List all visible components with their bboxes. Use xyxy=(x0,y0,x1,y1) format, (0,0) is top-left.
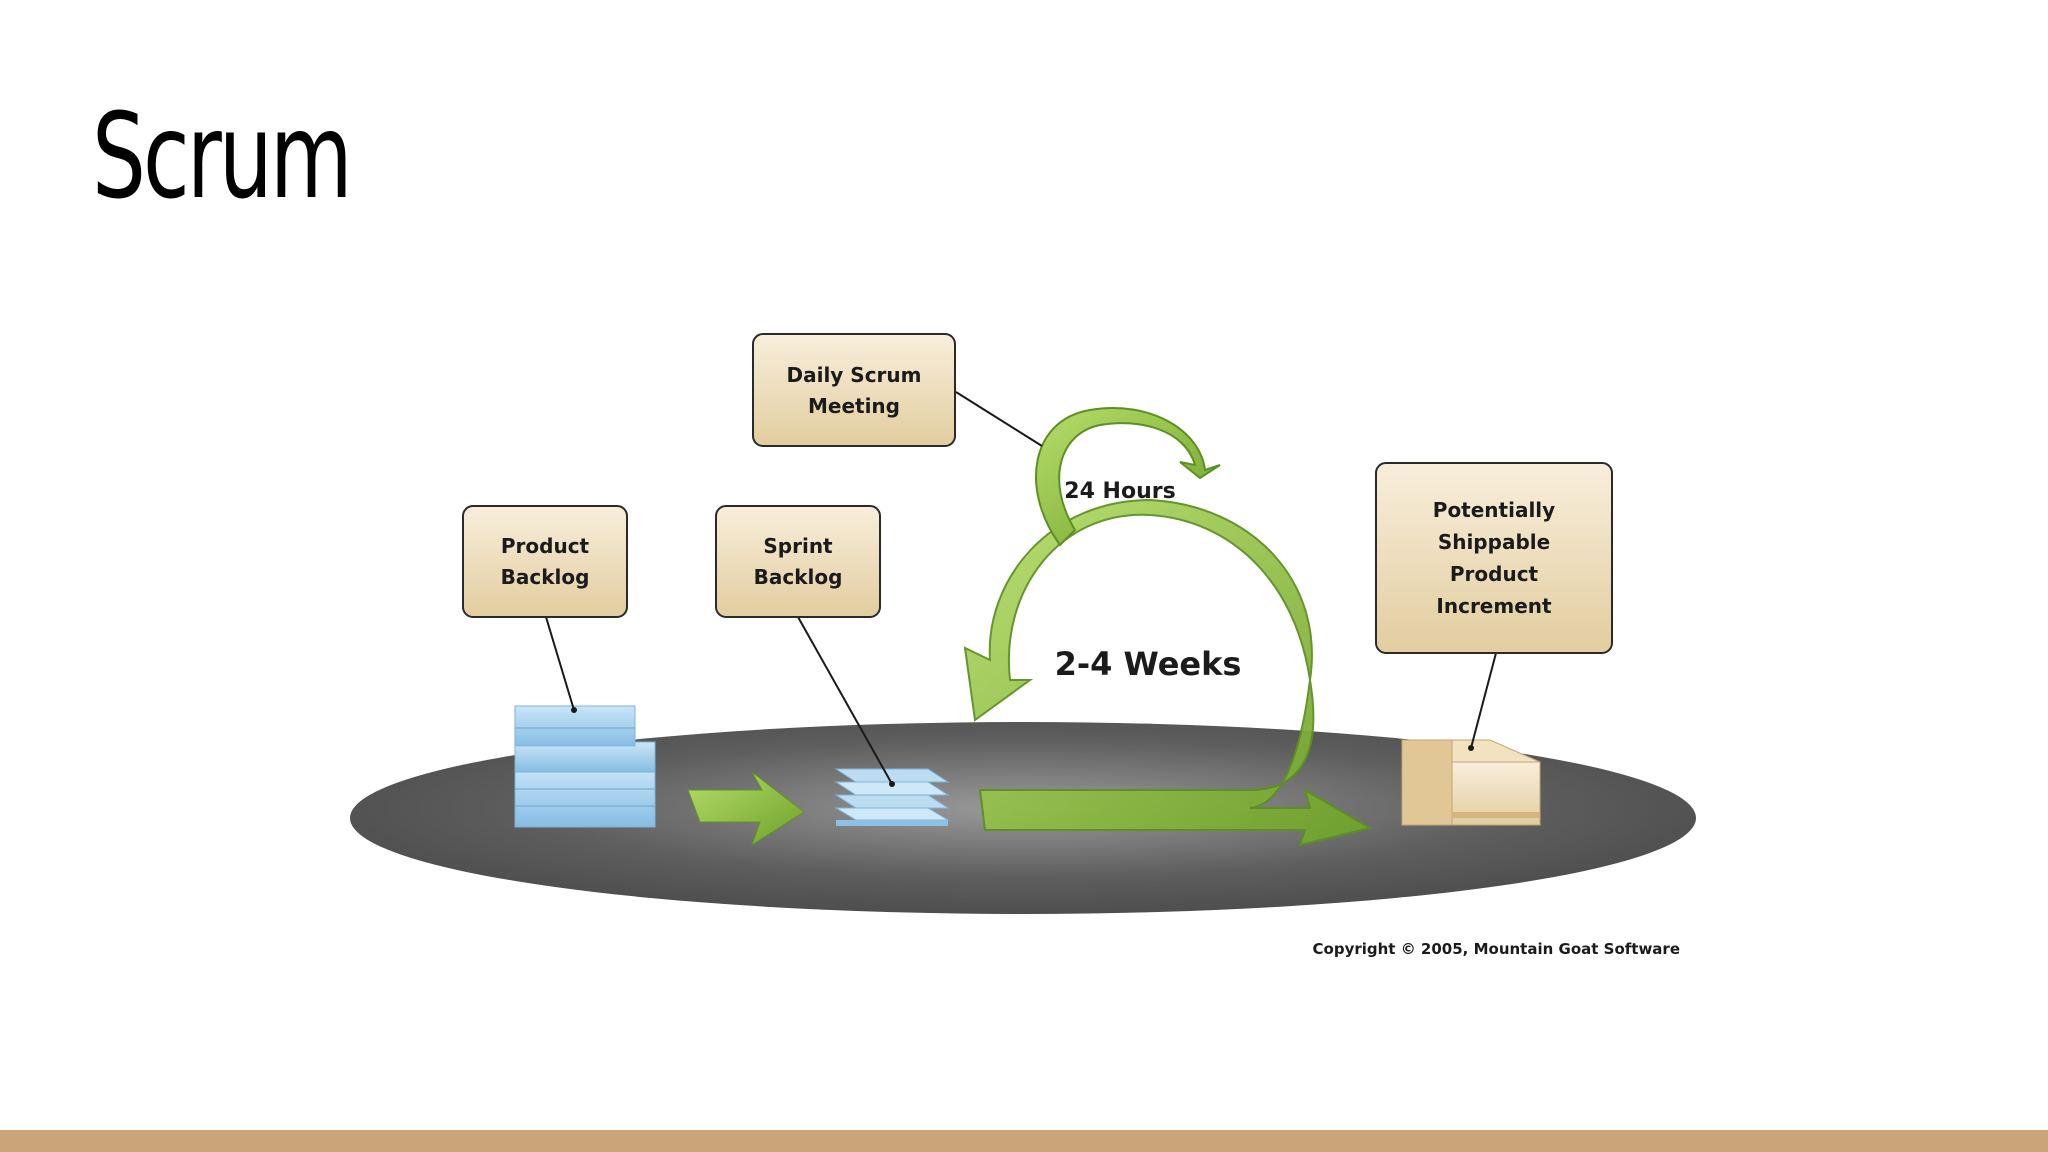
product-backlog-line-1: Product xyxy=(501,534,590,558)
hours-label: 24 Hours xyxy=(1064,479,1175,504)
daily-scrum-line-1: Daily Scrum xyxy=(786,363,921,387)
sprint-cycle-arrow xyxy=(963,407,1373,847)
daily-scrum-line-2: Meeting xyxy=(808,394,900,418)
product-backlog-stack xyxy=(514,705,656,828)
sprint-backlog-line-2: Backlog xyxy=(754,565,843,589)
footer-bar xyxy=(0,1130,2048,1152)
sprint-backlog-label: Sprint Backlog xyxy=(715,505,881,618)
sprint-backlog-stack xyxy=(834,768,950,826)
increment-label: Potentially Shippable Product Increment xyxy=(1375,462,1613,654)
increment-line-2: Shippable xyxy=(1438,530,1550,554)
product-backlog-line-2: Backlog xyxy=(501,565,590,589)
increment-line-4: Increment xyxy=(1436,594,1552,618)
weeks-label: 2-4 Weeks xyxy=(1055,645,1242,683)
connector-lines xyxy=(545,391,1497,785)
daily-scrum-label: Daily Scrum Meeting xyxy=(752,333,956,447)
slide-title: Scrum xyxy=(92,87,353,225)
increment-line-3: Product xyxy=(1450,562,1539,586)
increment-line-1: Potentially xyxy=(1433,498,1555,522)
flow-arrow-icon xyxy=(687,771,805,847)
product-backlog-label: Product Backlog xyxy=(462,505,628,618)
sprint-backlog-line-1: Sprint xyxy=(763,534,833,558)
shippable-box-icon xyxy=(1401,739,1541,826)
copyright-text: Copyright © 2005, Mountain Goat Software xyxy=(1313,940,1680,958)
